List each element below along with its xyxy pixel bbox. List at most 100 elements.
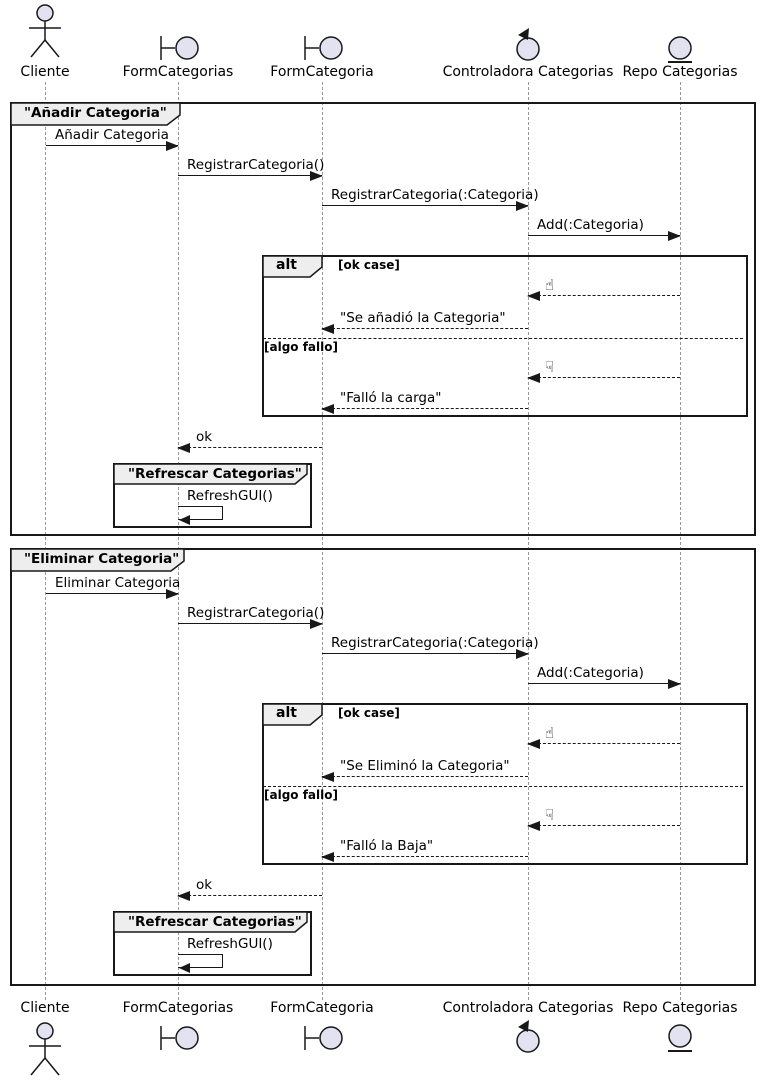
arrowhead-left-icon bbox=[321, 772, 334, 782]
lifeline-repo bbox=[680, 82, 681, 1000]
arrowhead-left-icon bbox=[321, 324, 334, 334]
message-line bbox=[46, 145, 178, 146]
arrowhead-right-icon bbox=[516, 201, 529, 211]
frame-refrescar-tab bbox=[113, 463, 308, 485]
message-se-elimino: "Se Eliminó la Categoria" bbox=[321, 757, 528, 782]
message-repo-thumbsup: ☝ bbox=[527, 276, 680, 301]
participant-label-formcategorias: FormCategorias bbox=[122, 1000, 234, 1016]
message-label: Añadir Categoria bbox=[55, 127, 169, 143]
message-line bbox=[528, 377, 680, 378]
self-message-loop bbox=[178, 954, 223, 973]
message-label: RegistrarCategoria() bbox=[187, 605, 325, 621]
frame-refrescar-tab bbox=[113, 911, 308, 933]
message-line bbox=[528, 683, 680, 684]
message-registrar-categoria: RegistrarCategoria() bbox=[178, 156, 324, 181]
frame-eliminar-title: "Eliminar Categoria" bbox=[24, 551, 180, 567]
message-line bbox=[178, 895, 322, 896]
lifeline-formcategoria bbox=[322, 82, 323, 1000]
boundary-icon bbox=[304, 36, 343, 60]
participant-label-formcategoria: FormCategoria bbox=[270, 1000, 374, 1016]
alt-fragment bbox=[262, 703, 748, 865]
message-registrar-categoria-param: RegistrarCategoria(:Categoria) bbox=[322, 186, 539, 211]
boundary-icon bbox=[304, 1026, 343, 1050]
message-fallo-carga: "Falló la carga" bbox=[321, 389, 528, 414]
arrowhead-left-icon bbox=[527, 291, 540, 301]
message-line bbox=[178, 623, 322, 624]
message-ok: ok bbox=[177, 876, 322, 901]
actor-icon bbox=[29, 1022, 61, 1076]
message-line bbox=[528, 743, 680, 744]
alt-divider bbox=[263, 786, 743, 787]
boundary-icon bbox=[160, 36, 199, 60]
message-fallo-baja: "Falló la Baja" bbox=[321, 837, 528, 862]
message-line bbox=[528, 295, 680, 296]
arrowhead-right-icon bbox=[516, 649, 529, 659]
arrowhead-left-icon bbox=[177, 891, 190, 901]
alt-fragment bbox=[262, 255, 748, 417]
message-label: ok bbox=[196, 429, 213, 445]
arrowhead-right-icon bbox=[668, 231, 681, 241]
control-icon bbox=[516, 28, 540, 61]
participant-label-repo: Repo Categorias bbox=[622, 64, 738, 80]
thumbs-down-icon: ☟ bbox=[545, 358, 555, 376]
message-label: RegistrarCategoria(:Categoria) bbox=[331, 187, 539, 203]
message-label: "Se añadió la Categoria" bbox=[340, 310, 506, 326]
entity-icon bbox=[668, 1024, 692, 1052]
message-registrar-categoria-param: RegistrarCategoria(:Categoria) bbox=[322, 634, 539, 659]
alt-guard-ok: [ok case] bbox=[338, 258, 400, 272]
arrowhead-left-icon bbox=[321, 852, 334, 862]
message-line bbox=[322, 856, 528, 857]
frame-eliminar-categoria bbox=[10, 548, 756, 986]
lifeline-cliente bbox=[45, 82, 46, 1000]
frame-refrescar-title: "Refrescar Categorias" bbox=[128, 466, 302, 482]
alt-tab bbox=[262, 703, 323, 726]
participant-label-cliente: Cliente bbox=[20, 1000, 70, 1016]
frame-eliminar-tab bbox=[10, 548, 185, 572]
arrowhead-right-icon bbox=[668, 679, 681, 689]
participant-label-cliente: Cliente bbox=[20, 64, 70, 80]
message-line bbox=[46, 593, 178, 594]
message-line bbox=[528, 825, 680, 826]
message-line bbox=[178, 447, 322, 448]
message-label: ok bbox=[196, 877, 213, 893]
message-label: Eliminar Categoria bbox=[55, 575, 181, 591]
self-message-label: RefreshGUI() bbox=[187, 488, 273, 504]
alt-tab bbox=[262, 255, 323, 278]
arrowhead-left-icon bbox=[527, 739, 540, 749]
alt-guard-ok: [ok case] bbox=[338, 706, 400, 720]
message-label: "Se Eliminó la Categoria" bbox=[340, 758, 510, 774]
actor-icon bbox=[29, 4, 61, 58]
message-repo-thumbsdown: ☟ bbox=[527, 358, 680, 383]
frame-anadir-tab bbox=[10, 102, 181, 126]
message-label: RegistrarCategoria(:Categoria) bbox=[331, 635, 539, 651]
message-label: "Falló la carga" bbox=[340, 390, 442, 406]
message-label: Add(:Categoria) bbox=[537, 217, 644, 233]
arrowhead-left-icon bbox=[527, 373, 540, 383]
frame-refrescar-title: "Refrescar Categorias" bbox=[128, 914, 302, 930]
message-eliminar-categoria: Eliminar Categoria bbox=[46, 574, 181, 599]
message-label: "Falló la Baja" bbox=[340, 838, 434, 854]
arrowhead-right-icon bbox=[310, 619, 323, 629]
arrowhead-right-icon bbox=[166, 141, 179, 151]
alt-operator: alt bbox=[276, 257, 297, 273]
participant-label-formcategoria: FormCategoria bbox=[270, 64, 374, 80]
self-message-loop bbox=[178, 506, 223, 525]
message-line bbox=[322, 328, 528, 329]
arrowhead-left-icon bbox=[177, 443, 190, 453]
self-message-label: RefreshGUI() bbox=[187, 936, 273, 952]
frame-anadir-title: "Añadir Categoria" bbox=[24, 105, 167, 121]
lifeline-controladora bbox=[528, 82, 529, 1000]
participant-label-repo: Repo Categorias bbox=[622, 1000, 738, 1016]
lifeline-formcategorias bbox=[178, 82, 179, 1000]
thumbs-up-icon: ☝ bbox=[545, 276, 555, 294]
participant-label-formcategorias: FormCategorias bbox=[122, 64, 234, 80]
entity-icon bbox=[668, 36, 692, 63]
thumbs-down-icon: ☟ bbox=[545, 806, 555, 824]
thumbs-up-icon: ☝ bbox=[545, 724, 555, 742]
arrowhead-right-icon bbox=[310, 171, 323, 181]
control-icon bbox=[516, 1020, 540, 1053]
participant-label-controladora: Controladora Categorias bbox=[442, 1000, 614, 1016]
arrowhead-left-icon bbox=[321, 404, 334, 414]
message-ok: ok bbox=[177, 428, 322, 453]
